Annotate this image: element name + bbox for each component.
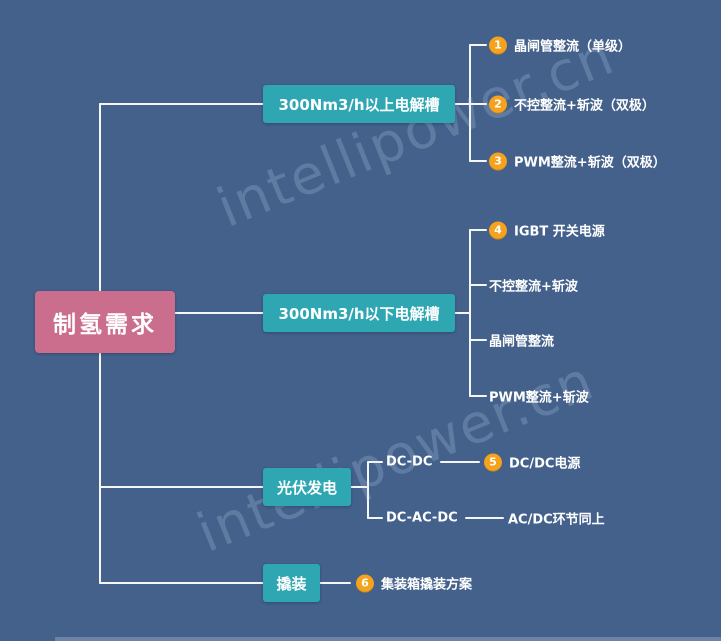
branch-node-skid[interactable]: 撬装 — [263, 564, 320, 602]
number-badge: 4 — [489, 221, 507, 239]
branch-node-label: 光伏发电 — [276, 478, 337, 497]
leaf-label: IGBT 开关电源 — [514, 224, 605, 240]
leaf-label: 集装箱撬装方案 — [381, 577, 473, 593]
leaf-node[interactable]: DC-AC-DC — [386, 511, 458, 526]
leaf-node[interactable]: AC/DC环节同上 — [508, 509, 605, 528]
branch-node-label: 撬装 — [276, 574, 307, 593]
leaf-label: 不控整流+斩波 — [489, 279, 578, 295]
leaf-node[interactable]: 晶闸管整流 — [489, 331, 554, 350]
leaf-node[interactable]: PWM整流+斩波 — [489, 387, 589, 406]
branch-node-electrolyzer-below-300[interactable]: 300Nm3/h以下电解槽 — [263, 294, 455, 332]
number-badge: 5 — [484, 453, 502, 471]
leaf-node[interactable]: 不控整流+斩波 — [489, 276, 578, 295]
branch3-connectors — [350, 461, 504, 519]
leaf-label: 晶闸管整流 — [489, 334, 555, 350]
leaf-node[interactable]: 4 IGBT 开关电源 — [489, 221, 605, 240]
leaf-label: DC/DC电源 — [509, 456, 581, 472]
number-badge: 2 — [489, 95, 507, 113]
branch1-connectors — [454, 44, 487, 162]
leaf-node[interactable]: 6 集装箱撬装方案 — [356, 574, 472, 593]
leaf-label: DC-DC — [386, 454, 433, 470]
leaf-node[interactable]: 1 晶闸管整流（单级） — [489, 36, 631, 55]
root-node[interactable]: 制氢需求 — [35, 291, 175, 353]
leaf-node[interactable]: DC-DC — [386, 455, 432, 470]
bottom-edge-highlight — [55, 637, 721, 641]
root-node-label: 制氢需求 — [53, 312, 157, 338]
number-badge: 3 — [489, 152, 507, 170]
number-badge: 6 — [356, 574, 374, 592]
branch-node-pv-generation[interactable]: 光伏发电 — [263, 468, 351, 506]
leaf-label: 晶闸管整流（单级） — [514, 39, 632, 55]
branch-node-label: 300Nm3/h以下电解槽 — [278, 304, 440, 323]
branch2-connectors — [454, 229, 487, 397]
leaf-label: 不控整流+斩波（双极） — [514, 98, 655, 114]
number-badge: 1 — [489, 36, 507, 54]
branch-node-label: 300Nm3/h以上电解槽 — [278, 95, 440, 114]
leaf-label: PWM整流+斩波 — [489, 390, 589, 406]
leaf-node[interactable]: 3 PWM整流+斩波（双极） — [489, 152, 666, 171]
leaf-label: DC-AC-DC — [386, 510, 458, 526]
leaf-node[interactable]: 2 不控整流+斩波（双极） — [489, 95, 655, 114]
branch-node-electrolyzer-above-300[interactable]: 300Nm3/h以上电解槽 — [263, 85, 455, 123]
leaf-node[interactable]: 5 DC/DC电源 — [484, 453, 580, 472]
leaf-label: AC/DC环节同上 — [508, 512, 605, 528]
leaf-label: PWM整流+斩波（双极） — [514, 155, 666, 171]
